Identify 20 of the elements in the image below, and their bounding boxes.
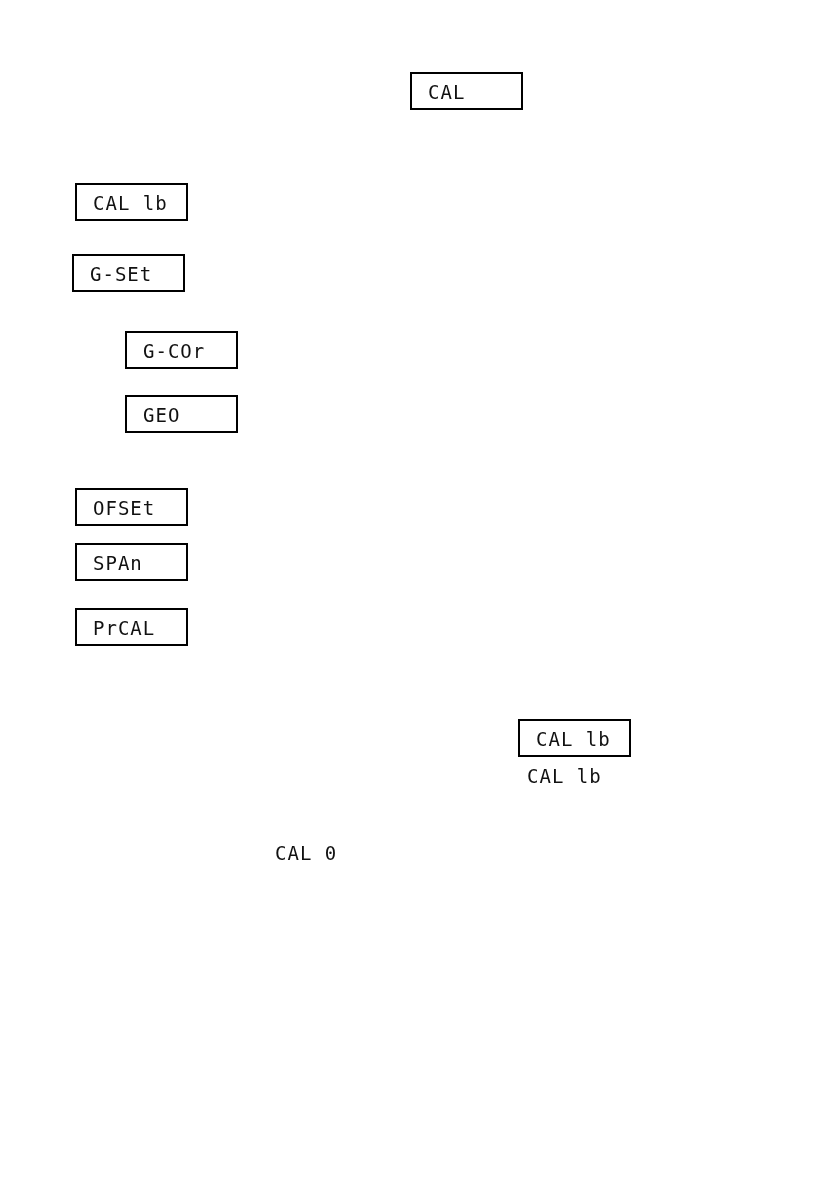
display-readout: CAL lb: [536, 728, 611, 750]
lcd-display-box: [75, 608, 188, 646]
lcd-display-box: [72, 254, 185, 292]
display-readout: G-COr: [143, 340, 206, 362]
display-readout: OFSEt: [93, 497, 156, 519]
display-readout: CAL lb: [93, 192, 168, 214]
display-readout: SPAn: [93, 552, 143, 574]
display-readout: GEO: [143, 404, 181, 426]
display-readout: PrCAL: [93, 617, 156, 639]
lcd-display-box: [75, 183, 188, 221]
display-readout: CAL: [428, 81, 466, 103]
lcd-display-box: [125, 395, 238, 433]
display-readout: CAL 0: [275, 842, 338, 864]
lcd-display-box: [125, 331, 238, 369]
display-readout: G-SEt: [90, 263, 153, 285]
lcd-display-box: [518, 719, 631, 757]
display-readout: CAL lb: [527, 765, 602, 787]
lcd-display-box: [410, 72, 523, 110]
lcd-display-box: [75, 543, 188, 581]
lcd-display-box: [75, 488, 188, 526]
